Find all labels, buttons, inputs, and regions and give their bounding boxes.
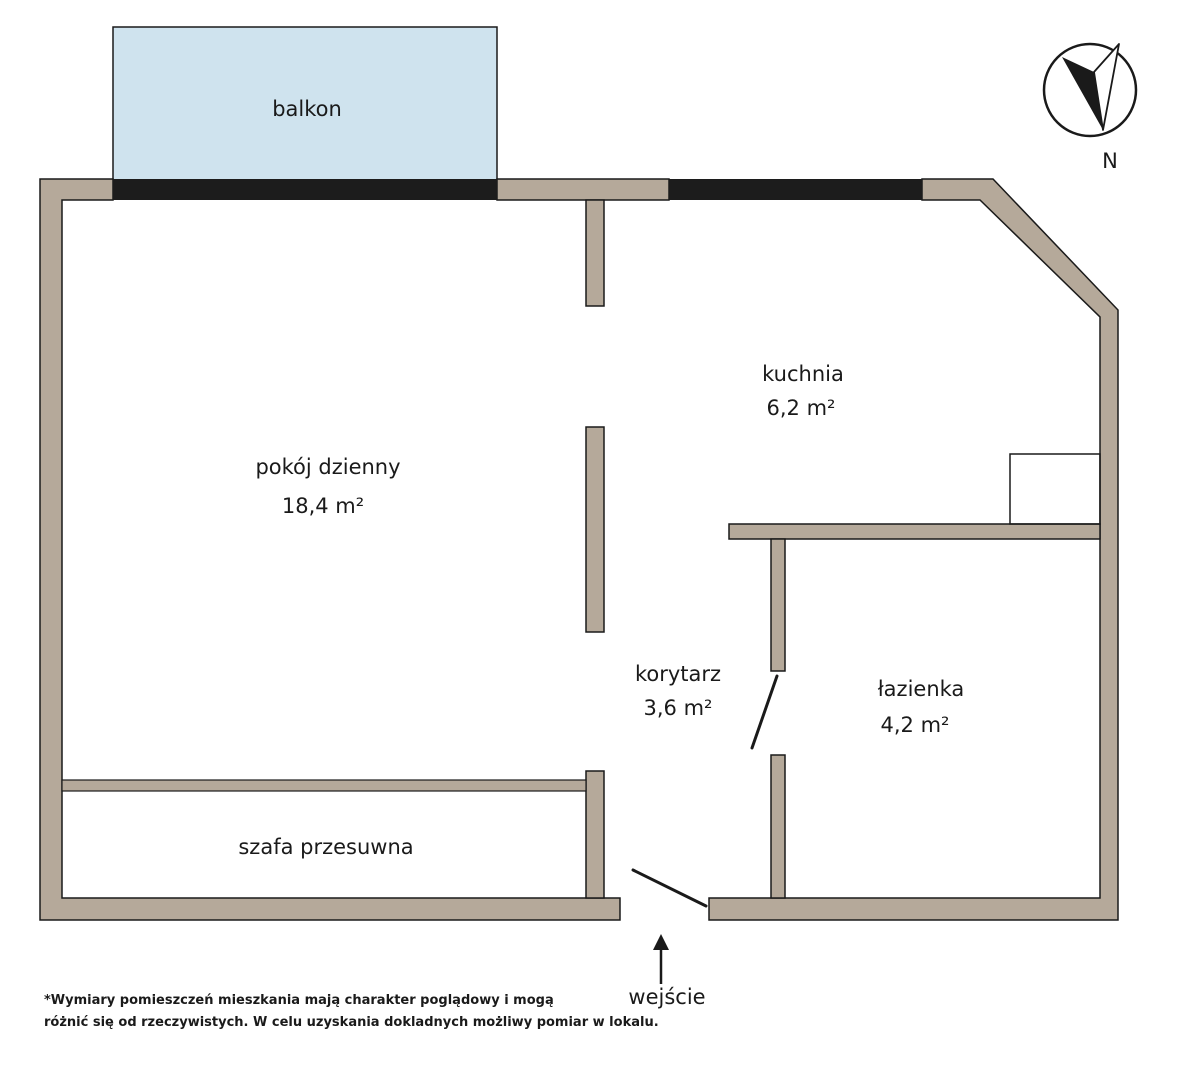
corridor-name: korytarz — [635, 662, 721, 686]
door-entrance — [631, 868, 708, 908]
wardrobe-label: szafa przesuwna — [238, 835, 413, 859]
corridor-area: 3,6 m² — [644, 696, 713, 720]
entrance-label: wejście — [628, 985, 705, 1009]
balcony-area — [112, 26, 498, 181]
compass-label: N — [1102, 149, 1118, 173]
footnote-line-2: różnić się od rzeczywistych. W celu uzys… — [44, 1015, 659, 1030]
bathroom-name: łazienka — [878, 677, 965, 701]
wall-corridor-bathroom-upper — [770, 538, 786, 672]
doors — [631, 674, 779, 908]
windows — [113, 179, 922, 200]
footnote: *Wymiary pomieszczeń mieszkania mają cha… — [44, 990, 664, 1034]
wardrobe-rail — [61, 779, 587, 792]
balcony-label: balkon — [272, 97, 342, 121]
wall-kitchen-bathroom — [728, 523, 1101, 540]
kitchen-name: kuchnia — [762, 362, 844, 386]
footnote-line-1: *Wymiary pomieszczeń mieszkania mają cha… — [44, 993, 554, 1008]
wall-wardrobe-corridor — [585, 770, 605, 899]
wall-corridor-bathroom-lower — [770, 754, 786, 899]
living-room-name: pokój dzienny — [255, 455, 400, 479]
window-living-room — [113, 179, 497, 200]
kitchen-area: 6,2 m² — [767, 396, 836, 420]
kitchen-niche — [1009, 453, 1101, 525]
bathroom-area: 4,2 m² — [881, 713, 950, 737]
wardrobe-front — [61, 779, 587, 792]
wall-living-kitchen-middle — [585, 426, 605, 633]
door-bathroom — [750, 674, 779, 750]
interior-walls — [585, 199, 1101, 899]
outer-wall-right — [708, 178, 1119, 921]
wall-living-kitchen-upper — [585, 199, 605, 307]
window-kitchen — [669, 179, 922, 200]
compass-north-icon — [1042, 42, 1138, 138]
outer-walls — [39, 178, 1119, 921]
living-room-area: 18,4 m² — [282, 494, 364, 518]
arrow-up-icon — [653, 934, 669, 984]
outer-wall-left — [39, 178, 621, 921]
outer-wall-top-middle — [496, 178, 670, 201]
